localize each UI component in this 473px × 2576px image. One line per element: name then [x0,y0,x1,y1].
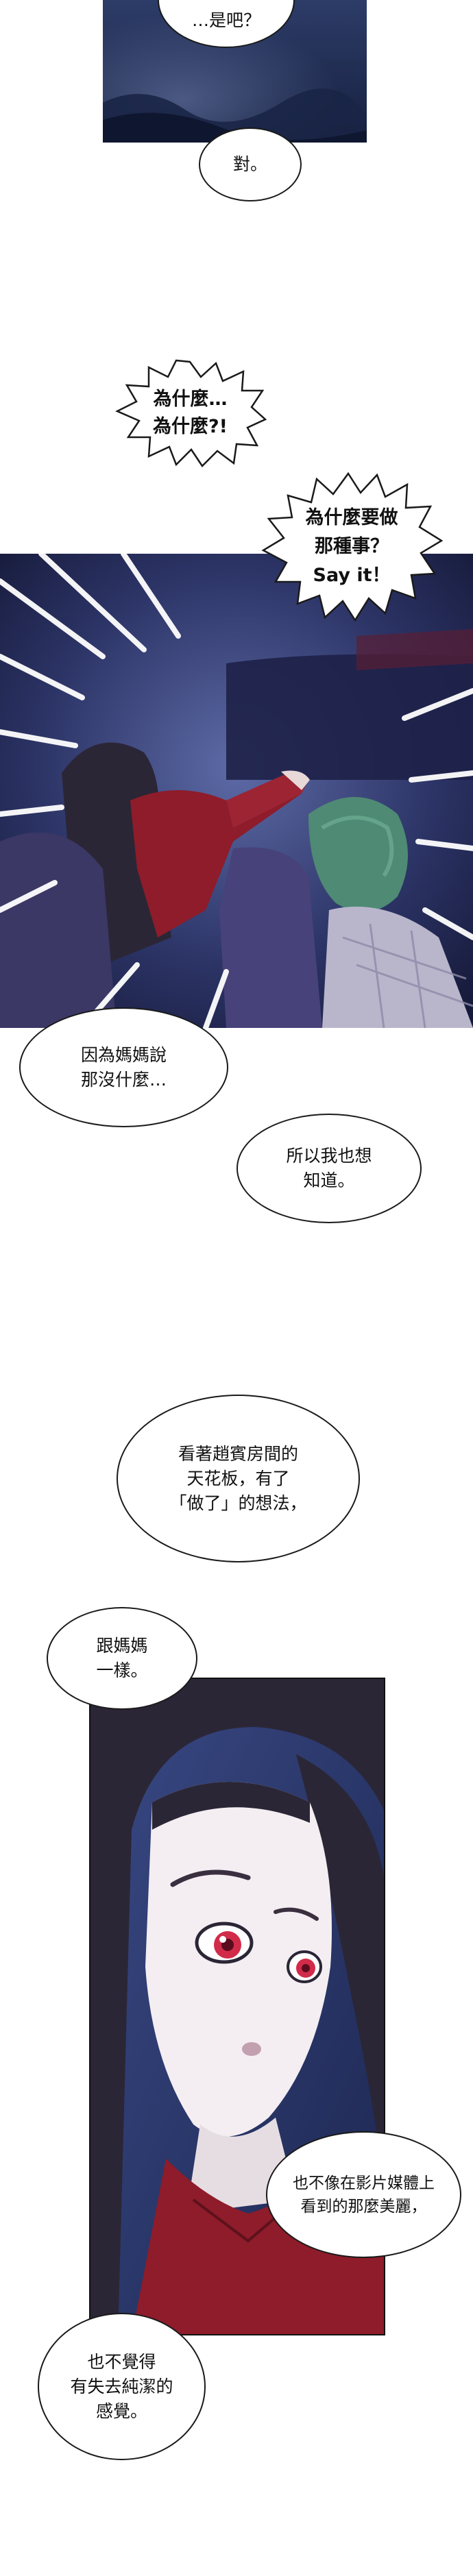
bubble-text-want-know: 所以我也想 知道。 [286,1146,372,1190]
speech-bubble-not-pretty: 也不像在影片媒體上 看到的那麼美麗， [266,2131,461,2258]
speech-bubble-mom-said: 因為媽媽說 那沒什麼… [19,1007,228,1127]
speech-bubble-want-know: 所以我也想 知道。 [236,1114,422,1223]
bubble-text-dui: 對。 [232,154,267,174]
bubble-text-like-mom: 跟媽媽 一樣。 [96,1636,148,1680]
bubble-text-top: …是吧？ [191,10,260,30]
bubble-text-ceiling-1: 看著趙賓房間的 天花板，有了 [178,1443,298,1488]
shout-bubble-why-do-shape [261,471,444,622]
speech-bubble-not-feel: 也不覺得 有失去純潔的 感覺。 [38,2313,206,2460]
bubble-text-mom-said: 因為媽媽說 那沒什麼… [80,1044,167,1090]
bubble-text-ceiling-2: 「做了」的想法， [169,1493,307,1513]
speech-bubble-like-mom: 跟媽媽 一樣。 [47,1607,197,1710]
shout-text-why: 為什麼… 為什麼?! [153,388,228,437]
shout-bubble-why-shape [115,359,267,467]
bubble-text-not-pretty: 也不像在影片媒體上 看到的那麼美麗， [293,2174,435,2216]
bubble-text-not-feel: 也不覺得 有失去純潔的 感覺。 [70,2351,173,2421]
shout-text-why-do: 為什麼要做 那種事？ Say it！ [305,506,398,586]
panel-car-interior [0,554,473,1028]
speech-bubble-dui: 對。 [199,127,302,201]
car-scene-illustration [0,554,473,1028]
speech-bubble-ceiling: 看著趙賓房間的 天花板，有了 「做了」的想法， [117,1395,360,1562]
